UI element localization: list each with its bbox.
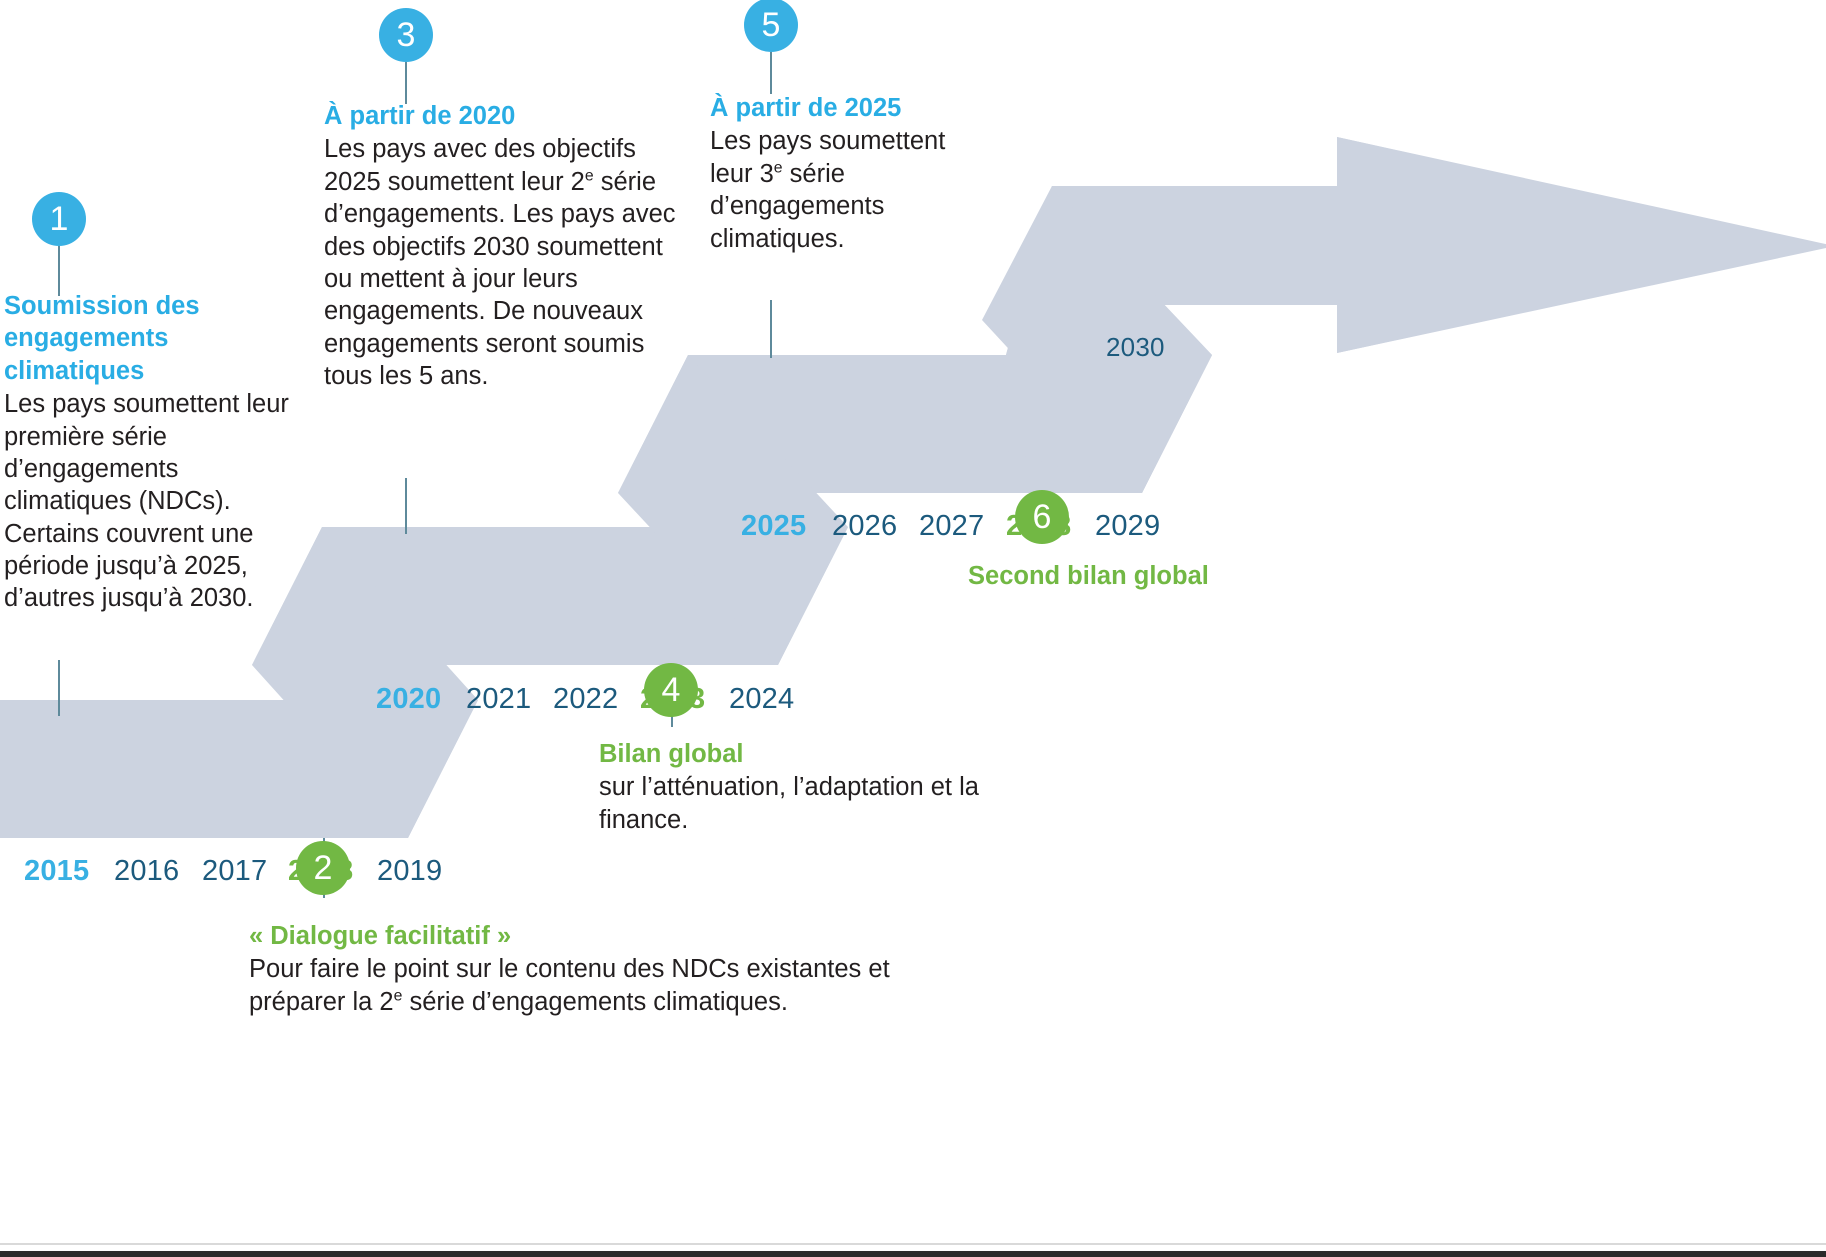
step-body-3-pre: Les pays avec des objectifs 2025 soumett… bbox=[324, 135, 636, 196]
step-body-5: Les pays soumettent leur 3e série d’enga… bbox=[710, 125, 960, 255]
step-stem-3 bbox=[405, 62, 407, 104]
step-heading-4: Bilan global bbox=[599, 740, 744, 768]
year-2017: 2017 bbox=[202, 855, 268, 887]
year-2015: 2015 bbox=[24, 855, 90, 887]
step-body-2-sup: e bbox=[393, 987, 403, 1005]
step-block-3: À partir de 2020 Les pays avec des objec… bbox=[324, 100, 676, 392]
step-block-1: Soumission des engagements climatiques L… bbox=[4, 290, 294, 615]
band-c bbox=[618, 355, 1212, 493]
step-body-3-post: série d’engagements. Les pays avec des o… bbox=[324, 167, 676, 390]
band-d-body bbox=[982, 186, 1337, 443]
step-marker-1[interactable]: 1 bbox=[32, 192, 86, 246]
step-body-2-post: série d’engagements climatiques. bbox=[402, 987, 788, 1016]
step-body-5-post: série d’engagements climatiques. bbox=[710, 159, 885, 253]
year-2030: 2030 bbox=[1106, 332, 1165, 362]
year-2022: 2022 bbox=[553, 683, 619, 715]
year-2016: 2016 bbox=[114, 855, 180, 887]
step-block-4: Bilan global sur l’atténuation, l’adapta… bbox=[599, 738, 1019, 836]
step-marker-6[interactable]: 6 bbox=[1015, 490, 1069, 544]
step-body-2: Pour faire le point sur le contenu des N… bbox=[249, 953, 949, 1018]
step-body-1: Les pays soumettent leur première série … bbox=[4, 390, 289, 613]
step-stem-3-lower bbox=[405, 478, 407, 534]
arrow-head-tri bbox=[1337, 137, 1826, 353]
step-stem-1 bbox=[58, 246, 60, 296]
step-stem-5 bbox=[770, 52, 772, 94]
step-marker-4[interactable]: 4 bbox=[644, 663, 698, 717]
step-block-5: À partir de 2025 Les pays soumettent leu… bbox=[710, 92, 960, 255]
step-body-3-sup: e bbox=[584, 167, 594, 185]
step-heading-5: À partir de 2025 bbox=[710, 94, 902, 122]
step-stem-1-lower bbox=[58, 660, 60, 716]
year-2025: 2025 bbox=[741, 510, 807, 542]
year-2026: 2026 bbox=[832, 510, 898, 542]
year-2027: 2027 bbox=[919, 510, 985, 542]
step-body-5-pre: Les pays soumettent leur 3 bbox=[710, 127, 946, 188]
link-cd-fill bbox=[982, 186, 1212, 493]
year-2019: 2019 bbox=[377, 855, 443, 887]
year-2029: 2029 bbox=[1095, 510, 1161, 542]
step-stem-5-lower bbox=[770, 300, 772, 358]
step-heading-2: « Dialogue facilitatif » bbox=[249, 922, 512, 950]
step-body-4: sur l’atténuation, l’adaptation et la fi… bbox=[599, 773, 979, 834]
step-heading-6: Second bilan global bbox=[968, 562, 1209, 590]
step-body-2-pre: Pour faire le point sur le contenu des N… bbox=[249, 955, 890, 1016]
step-heading-3: À partir de 2020 bbox=[324, 102, 516, 130]
step-body-3: Les pays avec des objectifs 2025 soumett… bbox=[324, 133, 676, 392]
step-block-2: « Dialogue facilitatif » Pour faire le p… bbox=[249, 920, 949, 1018]
band-b bbox=[252, 527, 848, 665]
arrow-head bbox=[1337, 137, 1826, 353]
step-marker-5[interactable]: 5 bbox=[744, 0, 798, 52]
step-heading-1: Soumission des engagements climatiques bbox=[4, 292, 200, 385]
step-marker-3[interactable]: 3 bbox=[379, 8, 433, 62]
year-2021: 2021 bbox=[466, 683, 532, 715]
year-2024: 2024 bbox=[729, 683, 795, 715]
band-a bbox=[0, 700, 478, 838]
link-cd bbox=[982, 186, 1212, 493]
link-bc bbox=[618, 355, 848, 665]
step-body-5-sup: e bbox=[773, 159, 783, 177]
step-marker-2[interactable]: 2 bbox=[296, 841, 350, 895]
page-bottom-shadow bbox=[0, 1251, 1826, 1257]
step-block-6: Second bilan global bbox=[968, 560, 1388, 593]
year-2020: 2020 bbox=[376, 683, 442, 715]
